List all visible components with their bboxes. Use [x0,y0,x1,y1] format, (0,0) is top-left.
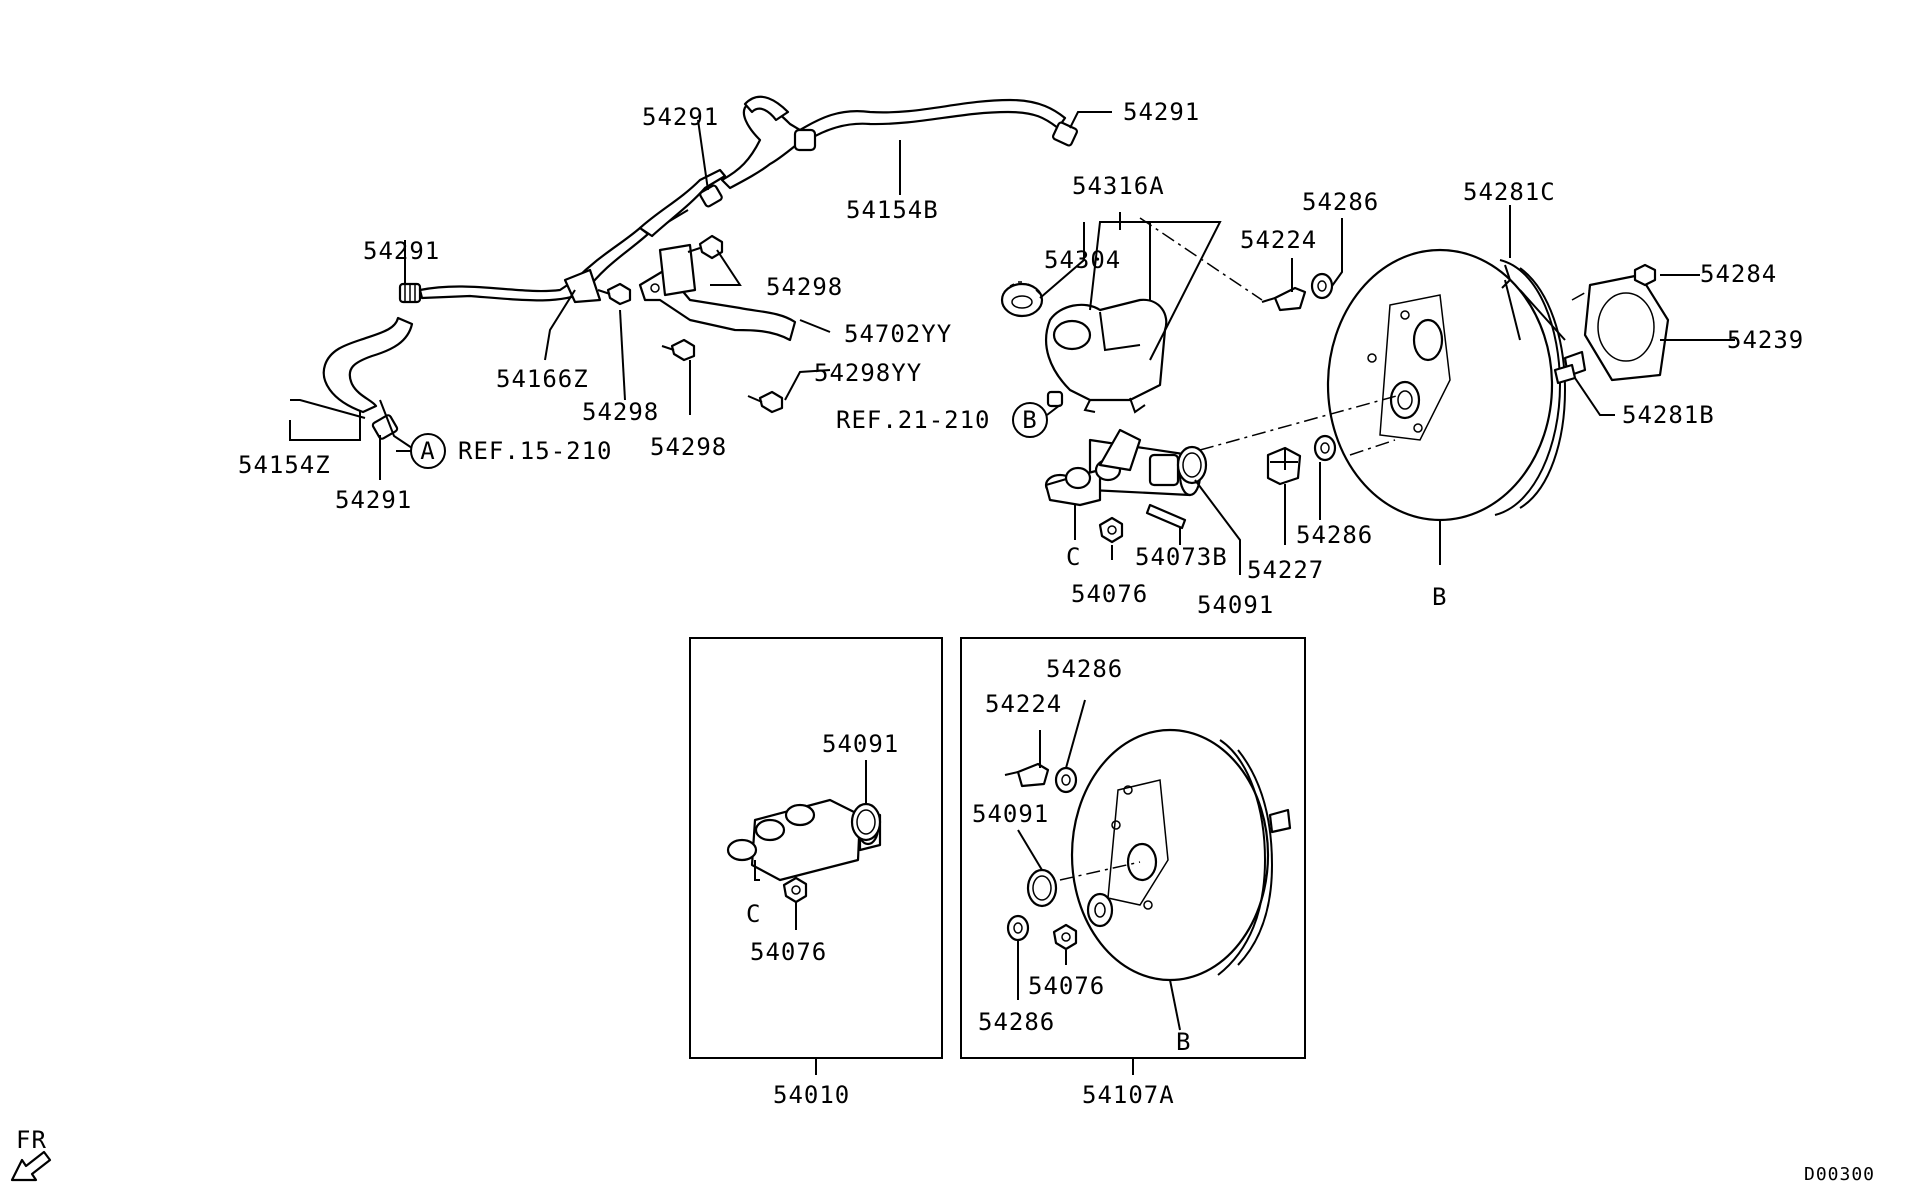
grommet-54286-top [1310,272,1334,300]
o-ring-54091-box2 [1026,868,1058,908]
label-54291-top: 54291 [642,103,719,131]
master-cylinder-top [1044,428,1202,507]
nut-54284 [1633,263,1657,287]
reservoir-54316A [1045,298,1168,414]
circle-B-label: B [1022,406,1037,434]
nut-54076-top [1098,516,1124,544]
o-ring-54091-box1 [850,802,882,842]
circle-marker-B: B [1012,402,1061,438]
brake-booster-box2 [1070,728,1292,982]
label-54291-left: 54291 [363,237,440,265]
label-54281B: 54281B [1622,401,1715,429]
label-54154Z: 54154Z [238,451,331,479]
label-54702YY: 54702YY [844,320,952,348]
label-box1-54091: 54091 [822,730,899,758]
vacuum-hose-54154Z [322,316,414,414]
vacuum-pipe-mid [638,168,727,238]
label-54291-bottom: 54291 [335,486,412,514]
circle-A-label: A [420,437,435,465]
nut-54076-box2 [1052,923,1078,951]
bolt-54298-c [661,338,696,362]
label-54304: 54304 [1044,246,1121,274]
grommet-54286-box2-a [1054,766,1078,794]
sensor-54227 [1266,446,1302,486]
leader-lines [289,111,1735,1031]
label-54284: 54284 [1700,260,1777,288]
label-box1-C: C [746,900,761,928]
bolt-54298-a [687,234,724,260]
label-B-top: B [1432,583,1447,611]
circle-marker-A: A [396,433,446,469]
label-box2-54286-a: 54286 [1046,655,1123,683]
label-54291-right: 54291 [1123,98,1200,126]
label-ref-15-210: REF.15-210 [458,437,613,465]
label-diagram-code: D00300 [1804,1164,1875,1185]
hose-clamp-54291-bottom [371,414,399,440]
box-54107A [960,637,1306,1075]
reservoir-pin [1046,390,1064,408]
bolt-54298-b [597,282,632,306]
label-box2-54076: 54076 [1028,972,1105,1000]
label-54166Z: 54166Z [496,365,589,393]
hose-clamp-54291-left [398,282,422,304]
label-54107A: 54107A [1082,1081,1175,1109]
brake-booster-top [1326,248,1587,522]
box-54010 [689,637,943,1075]
label-54073B: 54073B [1135,543,1228,571]
label-box2-54091: 54091 [972,800,1049,828]
washer-54286-mid [1313,434,1337,462]
label-box2-B: B [1176,1028,1191,1056]
label-54316A: 54316A [1072,172,1165,200]
label-54298-b: 54298 [582,398,659,426]
label-C-top: C [1066,543,1081,571]
label-54154B: 54154B [846,196,939,224]
label-54227: 54227 [1247,556,1324,584]
reservoir-cap-54304 [1000,281,1044,318]
label-box1-54076: 54076 [750,938,827,966]
label-54224-top: 54224 [1240,226,1317,254]
label-54298YY: 54298YY [814,359,922,387]
o-ring-54091-top [1176,445,1208,485]
front-arrow-icon [10,1150,52,1182]
bolt-54298YY [747,390,784,414]
nut-54076-box1 [782,876,808,904]
check-valve-54224-top [1261,286,1307,312]
label-54286-mid: 54286 [1296,521,1373,549]
label-box2-54224: 54224 [985,690,1062,718]
check-valve-54224-box2 [1004,762,1050,788]
label-54010: 54010 [773,1081,850,1109]
bracket-54702YY [638,243,797,342]
label-54281C: 54281C [1463,178,1556,206]
label-54091-top: 54091 [1197,591,1274,619]
gasket-54239 [1583,273,1670,382]
label-54076-top: 54076 [1071,580,1148,608]
stud-54073B [1145,503,1187,530]
label-54286-top: 54286 [1302,188,1379,216]
label-fr: FR [16,1126,47,1154]
alignment-lines [1059,217,1591,881]
clip-54281C [1501,264,1512,289]
label-ref-21-210: REF.21-210 [836,406,991,434]
label-54239: 54239 [1727,326,1804,354]
label-54298-c: 54298 [650,433,727,461]
label-54298-a: 54298 [766,273,843,301]
vacuum-hose-54154B [720,95,1067,190]
washer-54286-box2-b [1006,914,1030,942]
label-box2-54286-b: 54286 [978,1008,1055,1036]
pin-54281B [1553,363,1577,385]
